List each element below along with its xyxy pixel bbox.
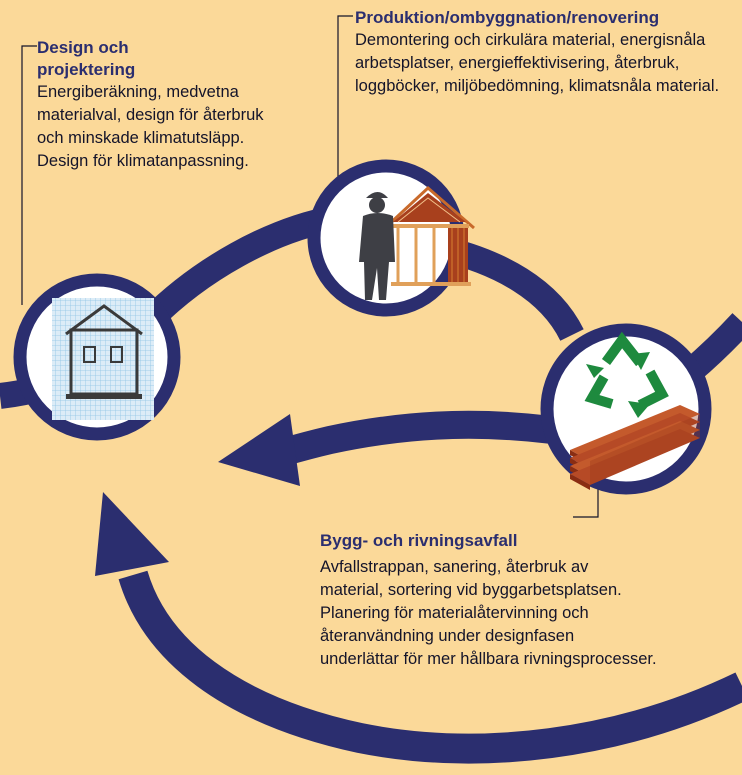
- stage-production-description: Demontering och cirkulära material, ener…: [355, 31, 720, 95]
- stage-waste-heading: Bygg- och rivningsavfall: [320, 531, 518, 550]
- arc-waste-to-design: [266, 410, 554, 470]
- stage-waste-line: återanvändning under designfasen: [320, 627, 575, 645]
- stage-waste-line: material, sortering vid byggarbetsplatse…: [320, 581, 622, 599]
- leader-line-production: [337, 15, 353, 180]
- arrowhead-to-design-upper: [218, 414, 300, 486]
- stage-design-description: Energiberäkning, medvetna materialval, d…: [37, 83, 264, 170]
- stage-design-text: Design och projektering Energiberäkning,…: [37, 37, 287, 173]
- leader-line-waste: [573, 477, 599, 518]
- stage-circle-waste: [540, 323, 712, 495]
- stage-production-text: Produktion/ombyggnation/renovering Demon…: [355, 7, 742, 98]
- stage-waste-description: Avfallstrappan, sanering, återbruk av ma…: [320, 556, 742, 671]
- stage-design-heading: Design och projektering: [37, 38, 136, 79]
- stage-waste-line: underlättar för mer hållbara rivningspro…: [320, 650, 657, 668]
- stage-waste-text: Bygg- och rivningsavfall Avfallstrappan,…: [320, 530, 742, 671]
- arrowhead-to-design-lower: [95, 492, 169, 576]
- leader-line-design: [21, 45, 37, 305]
- stage-circle-design: [13, 273, 181, 441]
- stage-waste-line: Planering för materialåtervinning och: [320, 604, 589, 622]
- arc-bottom-return: [118, 570, 742, 764]
- construction-worker-house-icon: [359, 185, 475, 300]
- stage-waste-line: Avfallstrappan, sanering, återbruk av: [320, 558, 589, 576]
- stage-circle-production: [307, 159, 475, 317]
- house-blueprint-icon: [52, 298, 154, 420]
- stage-production-heading: Produktion/ombyggnation/renovering: [355, 8, 660, 27]
- recycling-timber-icon: [570, 331, 700, 490]
